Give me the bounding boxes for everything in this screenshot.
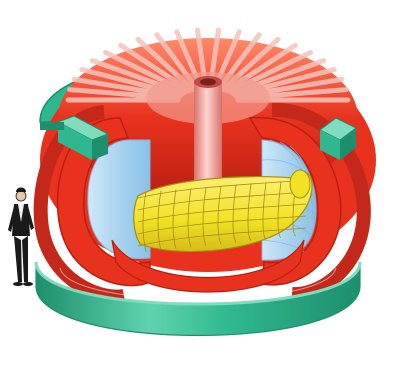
lower-coil	[36, 262, 360, 336]
human-scale-figure	[8, 188, 34, 287]
upper-coil-front	[40, 122, 64, 130]
